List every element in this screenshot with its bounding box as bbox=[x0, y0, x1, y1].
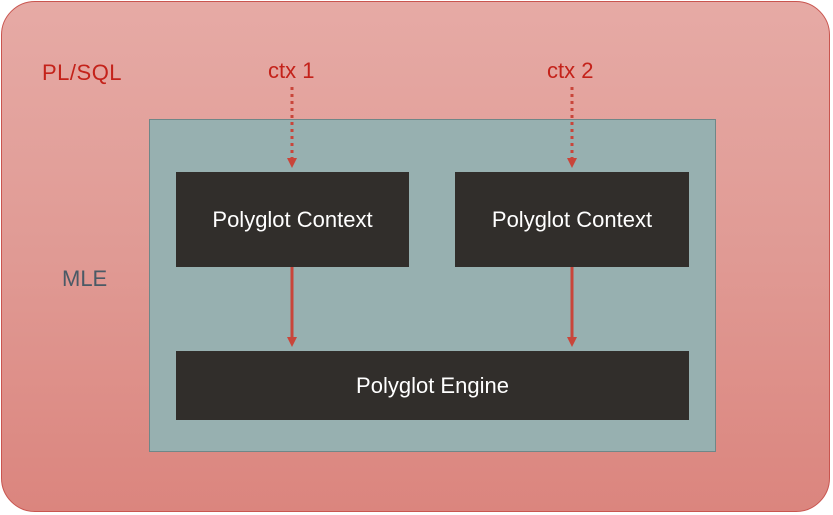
polyglot-context-box-1: Polyglot Context bbox=[176, 172, 409, 267]
ctx-2-label: ctx 2 bbox=[547, 58, 594, 83]
polyglot-context-label-1: Polyglot Context bbox=[212, 206, 373, 232]
polyglot-context-label-2: Polyglot Context bbox=[491, 206, 653, 232]
polyglot-engine-box: Polyglot Engine bbox=[176, 351, 689, 420]
polyglot-engine-label: Polyglot Engine bbox=[356, 372, 509, 398]
polyglot-context-box-2: Polyglot Context bbox=[455, 172, 689, 267]
plsql-label: PL/SQL bbox=[42, 60, 123, 85]
mle-label: MLE bbox=[62, 266, 108, 291]
ctx-1-label: ctx 1 bbox=[268, 58, 315, 83]
